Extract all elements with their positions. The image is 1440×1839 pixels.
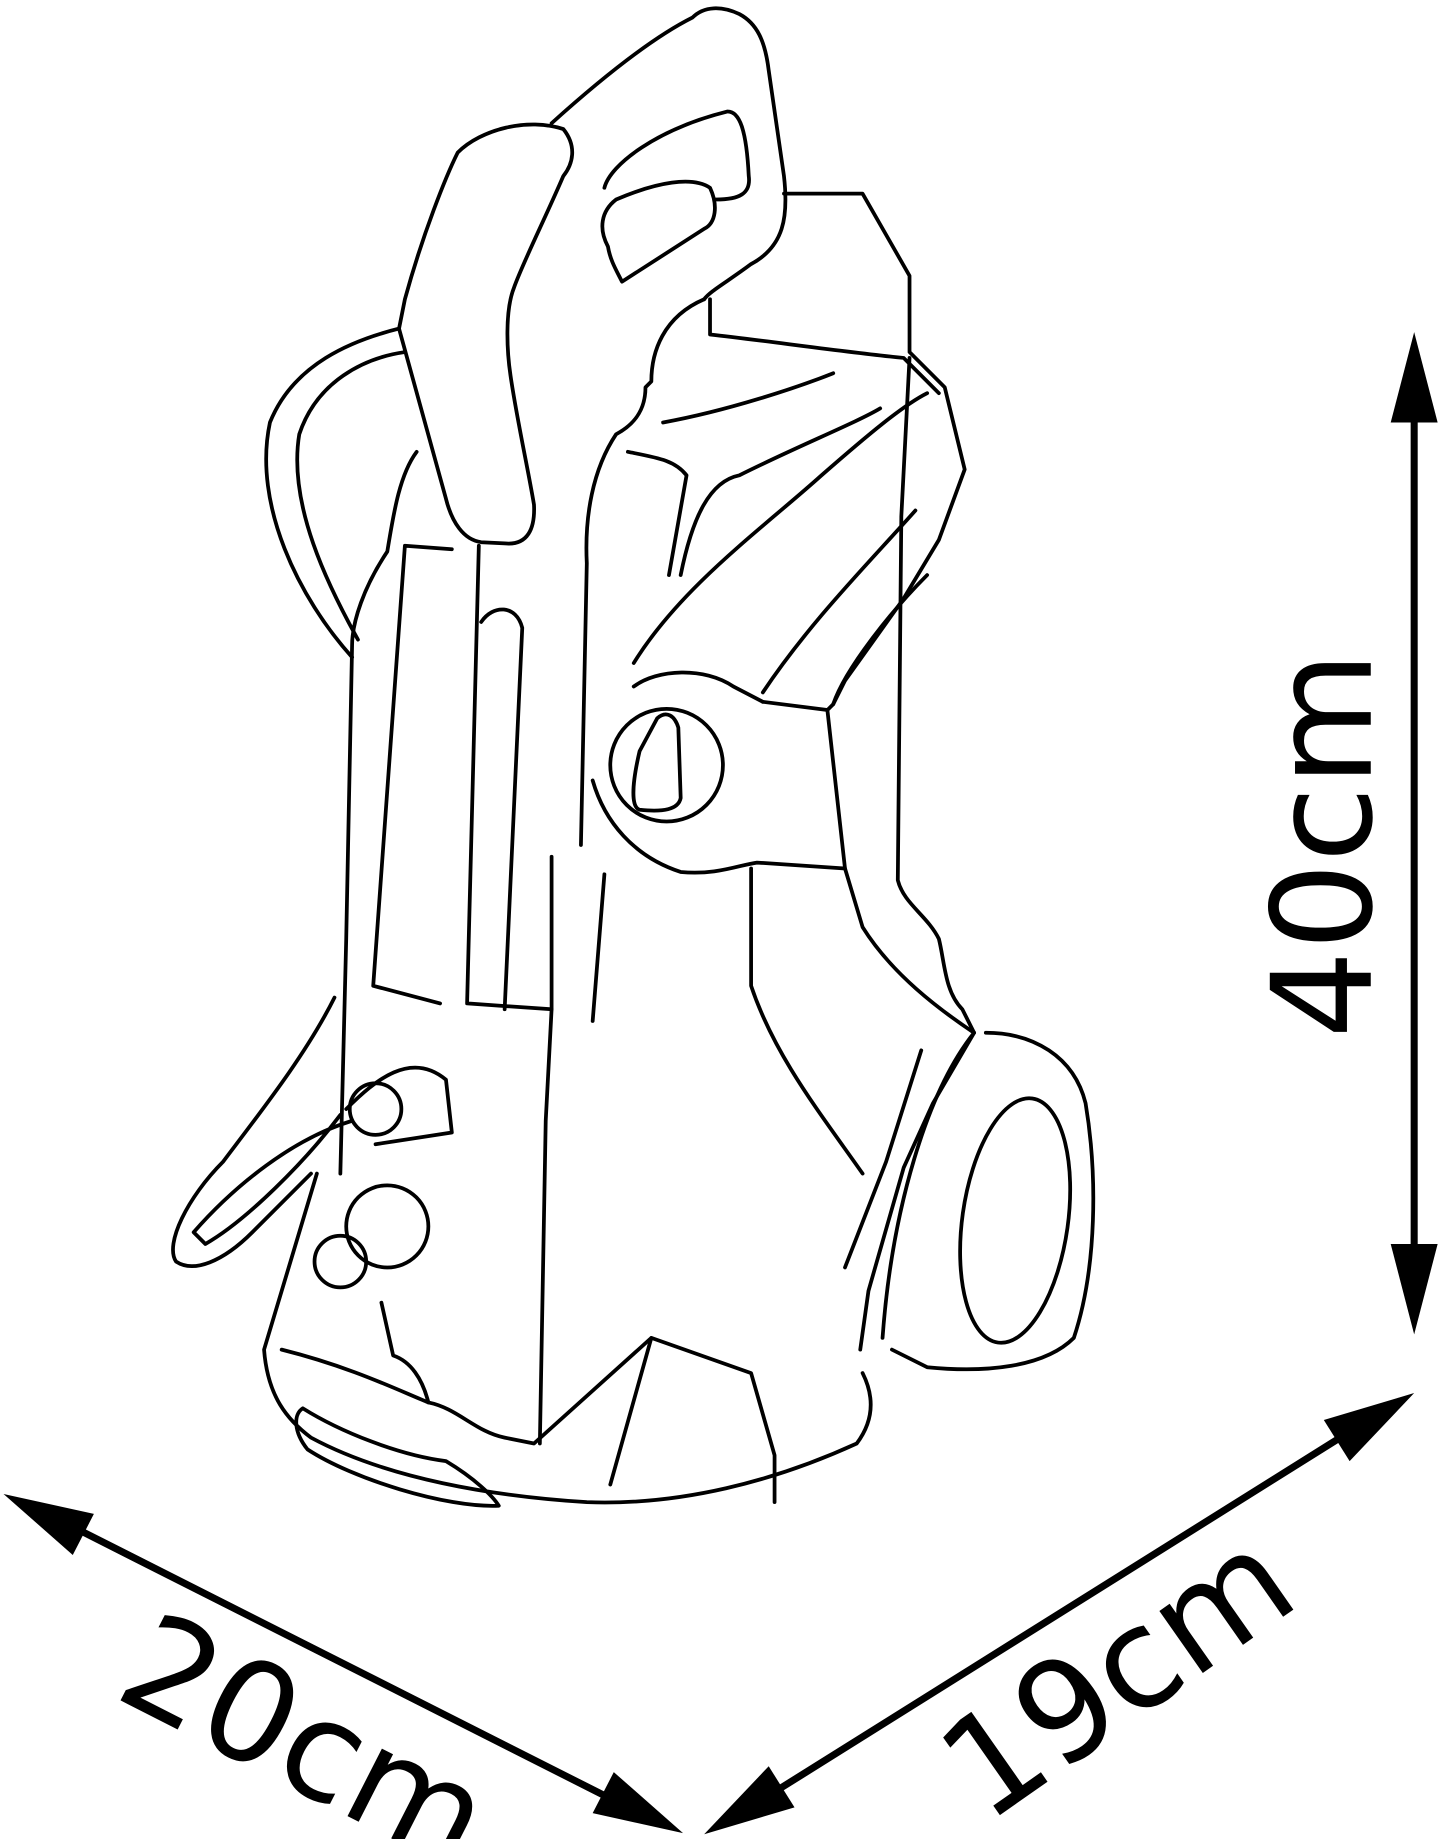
height-label: 40cm bbox=[1242, 651, 1404, 1038]
arrow-up-right-icon bbox=[1323, 1393, 1415, 1462]
arrow-right-icon bbox=[592, 1772, 684, 1834]
pressure-washer-drawing bbox=[171, 6, 1096, 1508]
depth-dimension: 19cm bbox=[704, 1393, 1415, 1839]
width-label: 20cm bbox=[97, 1581, 516, 1839]
arrow-down-left-icon bbox=[704, 1766, 795, 1835]
height-dimension: 40cm bbox=[1242, 332, 1438, 1335]
arrow-up-icon bbox=[1390, 332, 1438, 423]
arrow-down-icon bbox=[1390, 1243, 1438, 1335]
depth-arrow-line bbox=[766, 1428, 1352, 1799]
width-arrow-line bbox=[68, 1522, 618, 1805]
width-dimension: 20cm bbox=[3, 1493, 684, 1839]
arrow-left-icon bbox=[3, 1493, 94, 1555]
